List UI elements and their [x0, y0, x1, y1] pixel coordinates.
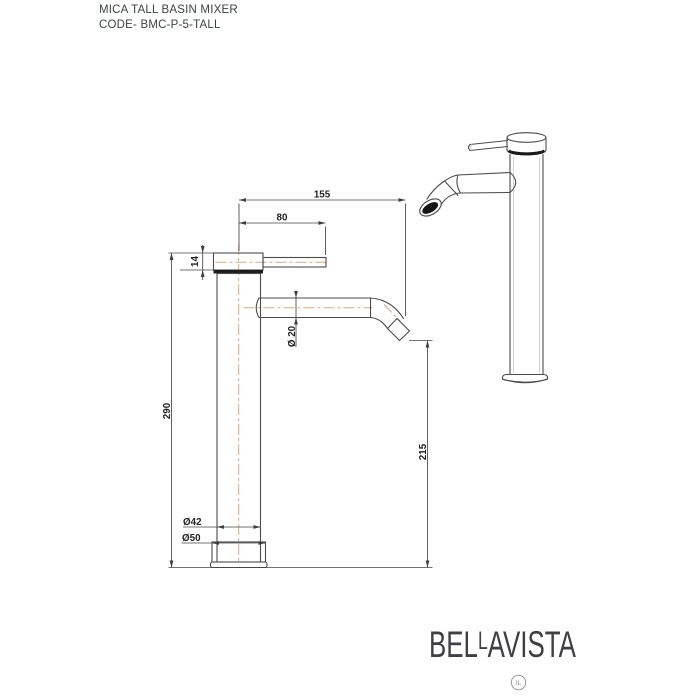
dim-14-label: 14	[190, 256, 201, 267]
dim-14-arrow-top	[200, 246, 205, 253]
persp-lever-tip-cap	[467, 143, 471, 152]
wordmark-small-l: L	[478, 626, 488, 655]
dim-d42-arrow-left	[217, 525, 224, 529]
dim-155-label: 155	[314, 190, 331, 201]
dim-290-label: 290	[162, 402, 173, 419]
brand-monogram: IL	[516, 680, 522, 687]
persp-body-shading	[513, 157, 540, 373]
front-trim-band	[213, 270, 263, 274]
dim-d42-label: Ø42	[183, 517, 202, 528]
persp-cap-sides	[506, 136, 547, 151]
product-code: CODE- BMC-P-5-TALL	[99, 19, 221, 31]
front-base-plate	[209, 561, 268, 569]
dim-d50-label: Ø50	[182, 533, 201, 544]
dim-d20-arrow-top	[294, 291, 298, 298]
spout-tip-centerline	[383, 304, 401, 322]
persp-base-ring-inner	[502, 378, 548, 383]
brand-logo: BELLAVISTA IL	[429, 623, 576, 691]
dimensions: 155 80 14 290 215	[162, 190, 433, 568]
front-spout-inner-curve	[369, 316, 389, 330]
front-view-faucet	[209, 252, 411, 569]
dim-d42-arrow-right	[253, 525, 261, 529]
dim-155-arrow-right	[398, 198, 406, 202]
dim-80-arrow-left	[239, 221, 246, 225]
brand-monogram-circle	[510, 674, 527, 691]
persp-spout-bottom-edge	[440, 191, 511, 205]
persp-lever-top	[469, 139, 509, 146]
front-spout-tip-face	[386, 317, 411, 342]
dim-d50-arrow-right	[258, 541, 266, 545]
persp-lever-bottom	[469, 145, 509, 152]
persp-spout-right-cap	[509, 171, 517, 194]
wordmark-pre: BEL	[429, 623, 478, 665]
dim-d20-label: Ø 20	[287, 325, 298, 347]
persp-trim-band	[507, 149, 546, 156]
product-title: MICA TALL BASIN MIXER	[99, 4, 238, 16]
persp-spout-seam-2	[444, 180, 459, 197]
persp-spout-top-edge	[426, 171, 511, 200]
dim-215-arrow-bottom	[425, 560, 430, 568]
dim-290-arrow-bottom	[169, 560, 174, 568]
persp-spout-opening-rim	[419, 198, 442, 217]
front-spout-left-cap	[255, 297, 260, 319]
persp-spout-opening-dark	[422, 202, 439, 214]
dim-80-label: 80	[277, 213, 288, 224]
persp-lever-tip-face	[470, 144, 473, 151]
persp-body-sides	[509, 153, 544, 376]
brand-wordmark: BELLAVISTA	[429, 623, 576, 665]
dim-215-label: 215	[418, 443, 429, 460]
dim-215-arrow-top	[425, 340, 430, 348]
dim-d50-arrow-left	[212, 541, 219, 545]
title-block: MICA TALL BASIN MIXER CODE- BMC-P-5-TALL	[99, 3, 238, 33]
persp-base-ring	[501, 373, 549, 384]
dim-155-arrow-left	[239, 198, 246, 202]
front-handle-lever	[262, 256, 327, 268]
dim-80-arrow-right	[318, 221, 326, 225]
wordmark-post: AVISTA	[488, 623, 577, 665]
dim-d20-arrow-bottom	[294, 317, 298, 325]
centerlines	[215, 244, 401, 565]
dim-14-arrow-bottom	[200, 270, 205, 277]
perspective-view-faucet	[419, 132, 549, 384]
dim-290-arrow-top	[169, 253, 174, 260]
persp-cap-top-ellipse	[506, 132, 547, 143]
front-spout-outer-curve	[369, 297, 405, 320]
front-base-inner-lines	[216, 541, 262, 563]
persp-spout-seam-1	[456, 174, 462, 194]
